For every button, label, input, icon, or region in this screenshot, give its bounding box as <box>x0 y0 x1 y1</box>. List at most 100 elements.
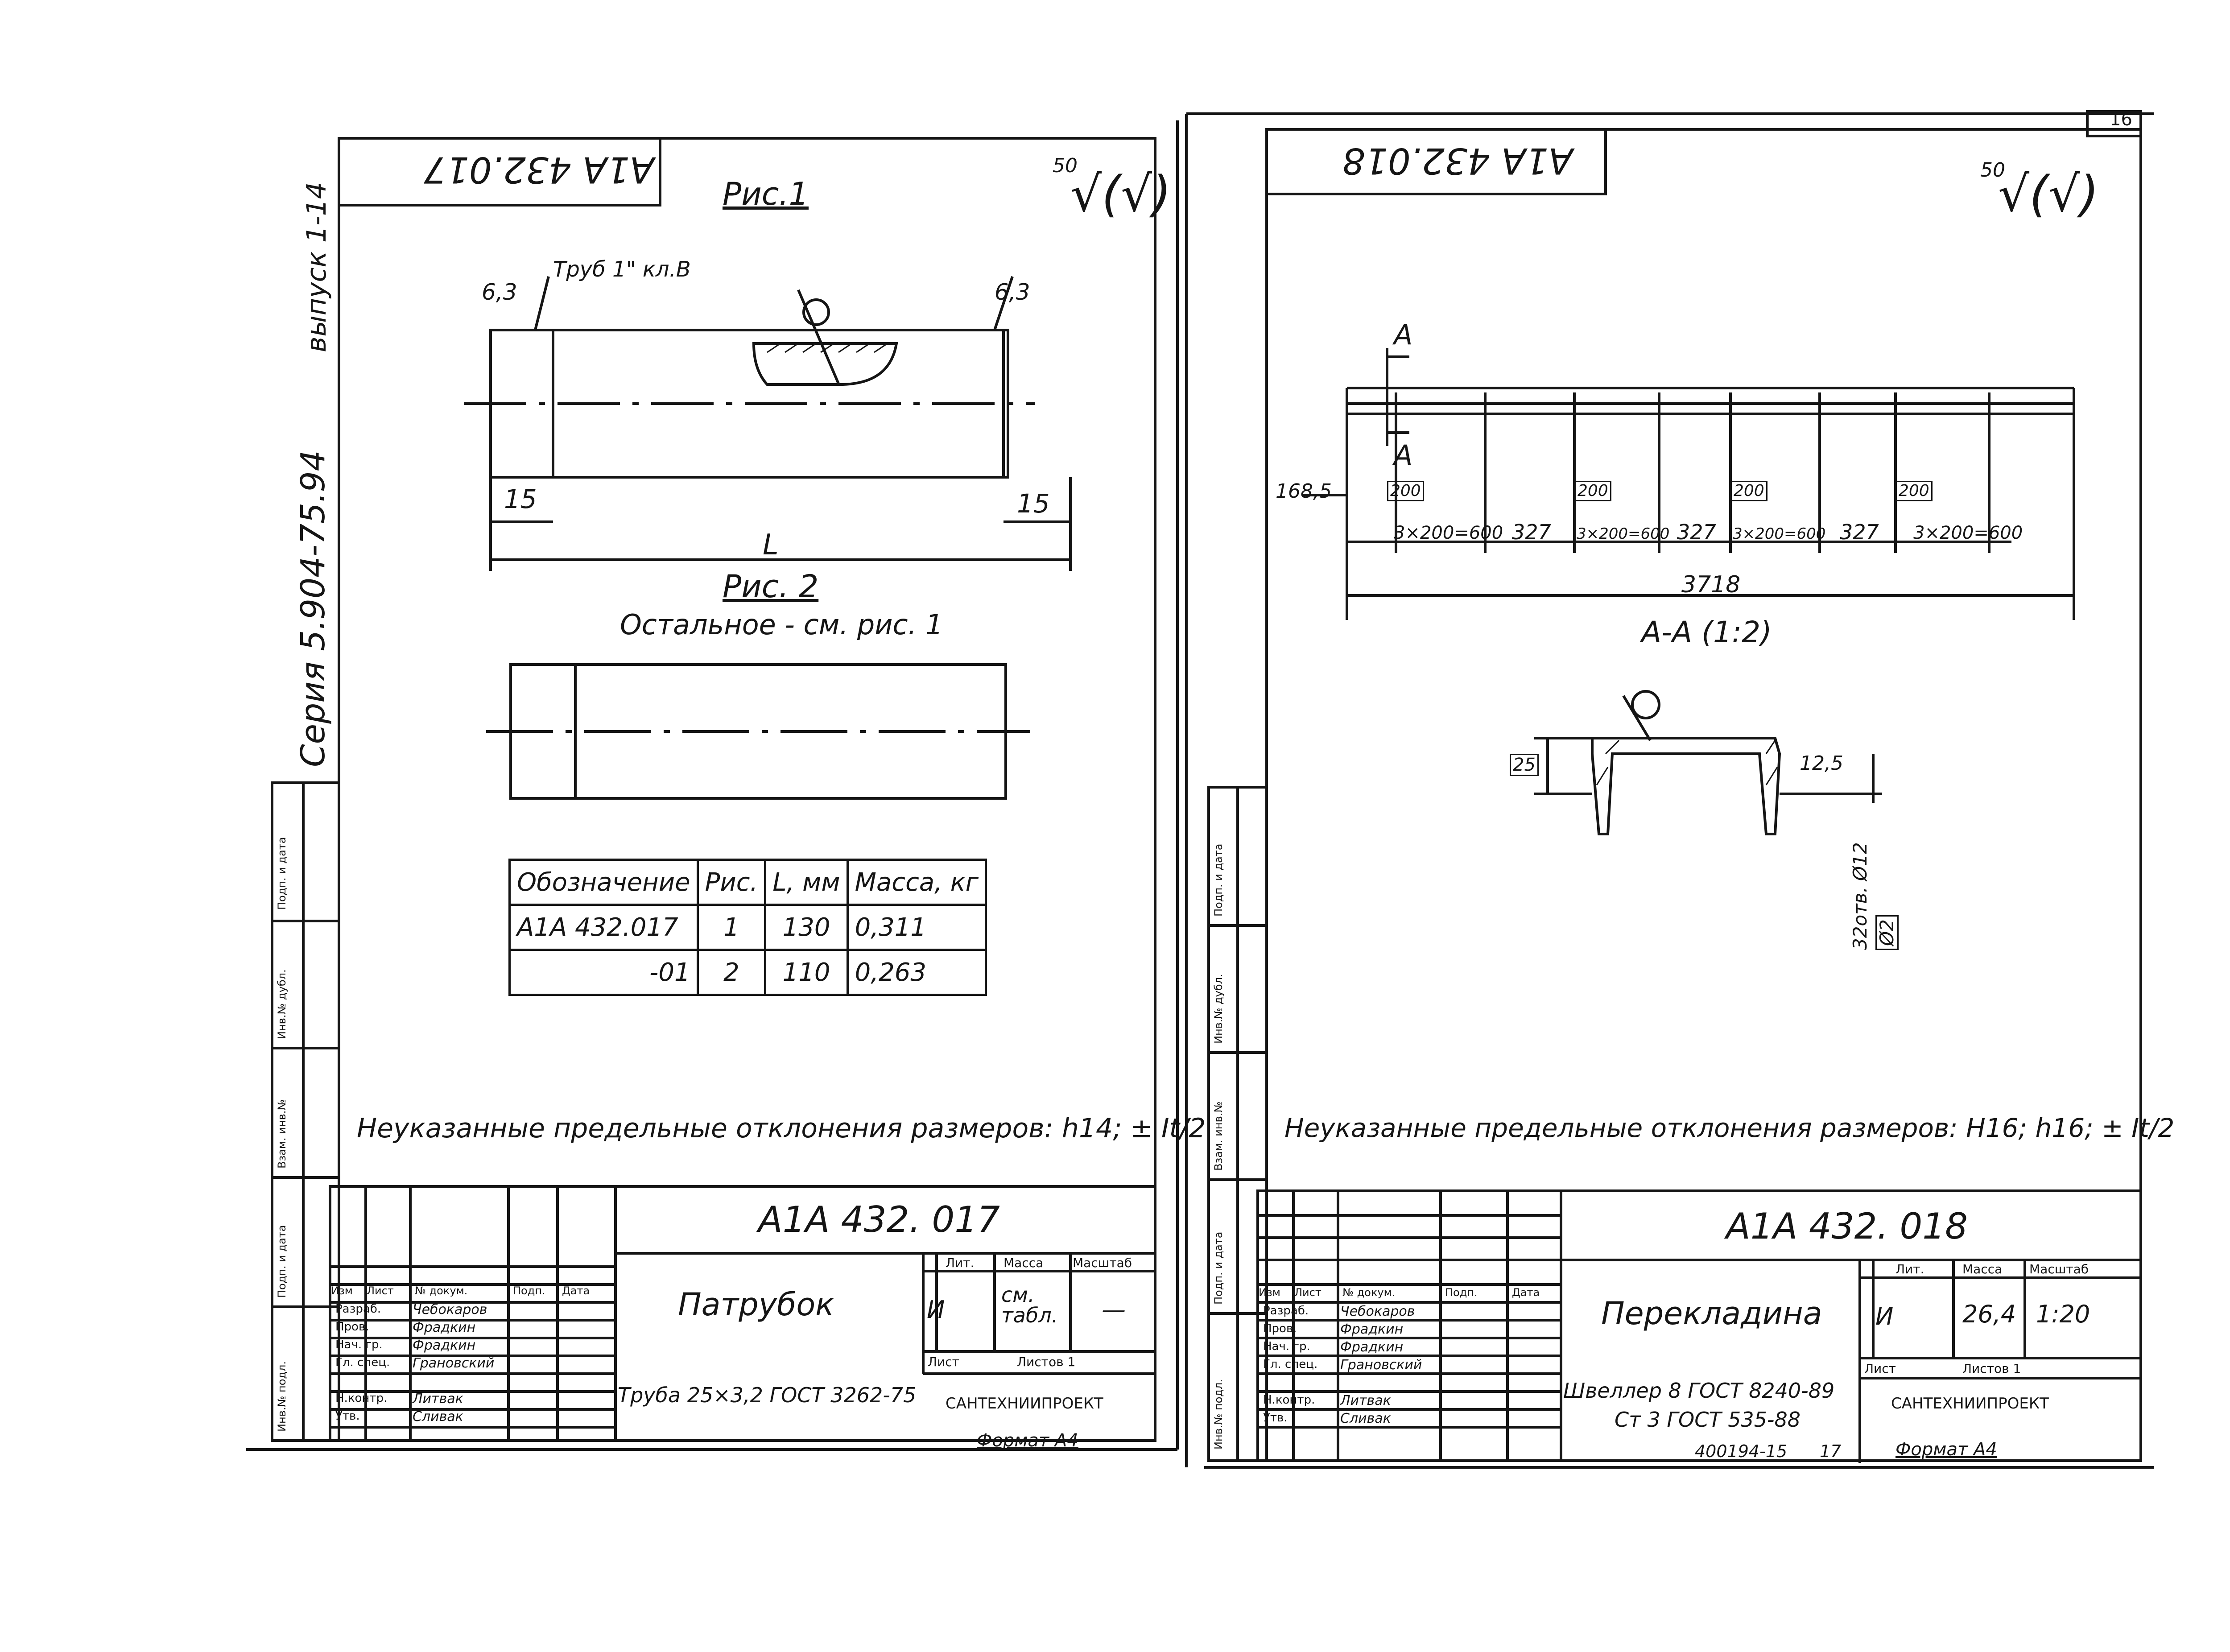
fig2-note: Остальное - см. рис. 1 <box>620 608 943 641</box>
right-stamp-dup: Инв.№ дубл. <box>1212 974 1225 1044</box>
left-tb-code: А1А 432. 017 <box>758 1199 1000 1240</box>
right-tb-scale: 1:20 <box>2036 1300 2090 1328</box>
dim-327-3: 327 <box>1840 520 1879 544</box>
section-title: А-А (1:2) <box>1641 615 1772 649</box>
issue-margin: выпуск 1-14 <box>301 182 332 352</box>
left-tb-name-row: Сливак <box>413 1409 463 1425</box>
right-tb-name-row: Грановский <box>1340 1357 1422 1373</box>
left-code-flipped: А1А 432.017 <box>424 149 654 190</box>
right-roughness-symbol: √(√) <box>1998 165 2099 223</box>
left-tb-material: Труба 25×3,2 ГОСТ 3262-75 <box>618 1383 917 1407</box>
dim-3x200-2: 3×200=600 <box>1577 525 1670 543</box>
dim-12-5: 12,5 <box>1800 752 1843 775</box>
right-tb-material-2: Ст 3 ГОСТ 535-88 <box>1615 1408 1801 1432</box>
left-tb-lit: И <box>927 1296 945 1324</box>
right-format: Формат А4 <box>1896 1439 1997 1460</box>
right-tb-col-izm: Изм <box>1259 1286 1280 1299</box>
right-tb-role: Утв. <box>1263 1411 1288 1425</box>
right-tb-name-row: Сливак <box>1340 1411 1391 1426</box>
spec-cell: 0,311 <box>846 904 987 951</box>
spec-cell: 0,263 <box>846 949 987 996</box>
series-margin: Серия 5.904-75.94 <box>294 450 332 767</box>
right-tb-scale-header: Масштаб <box>2029 1262 2089 1276</box>
right-stamp-sign: Подп. и дата <box>1212 1231 1225 1305</box>
right-tb-lit-header: Лит. <box>1896 1262 1924 1276</box>
right-tb-role: Нач. гр. <box>1263 1340 1310 1353</box>
box-200-4: 200 <box>1896 481 1933 501</box>
left-tb-name-row: Фрадкин <box>413 1338 476 1353</box>
right-tb-role: Пров. <box>1263 1322 1297 1335</box>
right-tb-col-sign: Подп. <box>1445 1286 1478 1299</box>
dim-3718: 3718 <box>1681 571 1741 598</box>
position-tolerance: Ø2 <box>1875 915 1899 950</box>
fig1-title: Рис.1 <box>723 176 809 212</box>
left-tb-name-row: Фрадкин <box>413 1320 476 1335</box>
right-tb-mass: 26,4 <box>1962 1300 2016 1328</box>
dim-25: 25 <box>1510 754 1539 776</box>
left-tb-col-date: Дата <box>562 1284 590 1297</box>
right-stamp-inv: Инв.№ подл. <box>1212 1379 1225 1450</box>
left-tb-col-doc: № докум. <box>415 1284 468 1297</box>
dim-15-right: 15 <box>1017 488 1050 519</box>
page-number: 16 <box>2110 109 2132 130</box>
spec-cell: 2 <box>696 949 767 996</box>
dim-3x200-4: 3×200=600 <box>1913 523 2023 543</box>
dim-327-2: 327 <box>1677 520 1716 544</box>
right-tb-col-list: Лист <box>1294 1286 1321 1299</box>
left-format: Формат А4 <box>977 1430 1078 1451</box>
left-stamp-inv: Инв.№ подл. <box>276 1361 288 1432</box>
right-footer-code: 400194-15 <box>1695 1441 1788 1461</box>
right-tb-name-row: Чебокаров <box>1340 1304 1415 1319</box>
right-stamp-replace: Взам. инв.№ <box>1212 1101 1225 1171</box>
right-roughness: 50 <box>1980 159 2005 182</box>
spec-header-length: L, мм <box>764 859 849 906</box>
left-tb-lit-header: Лит. <box>946 1256 975 1270</box>
right-tolerance-note: Неуказанные предельные отклонения размер… <box>1284 1113 2175 1143</box>
section-mark-bottom: А <box>1394 439 1413 471</box>
box-200-2: 200 <box>1574 481 1611 501</box>
right-tb-col-date: Дата <box>1512 1286 1540 1299</box>
dim-3x200-1: 3×200=600 <box>1394 523 1503 543</box>
table-row: -01 2 110 0,263 <box>508 949 987 996</box>
right-tb-sheet: Лист <box>1864 1361 1896 1376</box>
right-tb-col-doc: № докум. <box>1342 1286 1396 1299</box>
left-tb-role: Гл. спец. <box>335 1356 390 1369</box>
table-row: А1А 432.017 1 130 0,311 <box>508 904 987 951</box>
spec-cell: А1А 432.017 <box>508 904 699 951</box>
box-200-1: 200 <box>1387 481 1424 501</box>
left-tb-mass: см. табл. <box>1001 1283 1058 1327</box>
right-tb-role: Н.контр. <box>1263 1393 1315 1407</box>
right-code-flipped: А1А 432.018 <box>1342 140 1573 182</box>
right-tb-name-row: Фрадкин <box>1340 1339 1404 1355</box>
box-200-3: 200 <box>1730 481 1767 501</box>
spec-cell: 110 <box>764 949 849 996</box>
roughness-left-end: 6,3 <box>482 279 517 305</box>
dim-3x200-3: 3×200=600 <box>1733 525 1826 543</box>
spec-cell: -01 <box>508 949 699 996</box>
left-stamp-sign: Подп. и дата <box>276 1225 288 1298</box>
spec-header-designation: Обозначение <box>508 859 699 906</box>
dim-168: 168,5 <box>1276 480 1332 503</box>
spec-table: Обозначение Рис. L, мм Масса, кг А1А 432… <box>508 859 987 996</box>
left-roughness: 50 <box>1053 154 1078 177</box>
right-tb-role: Гл. спец. <box>1263 1358 1318 1371</box>
left-tb-sheet: Лист <box>928 1355 959 1369</box>
spec-cell: 1 <box>696 904 767 951</box>
spec-header-row: Обозначение Рис. L, мм Масса, кг <box>508 859 987 906</box>
hole-note: 32отв. Ø12 <box>1849 842 1871 950</box>
left-tb-role: Разраб. <box>335 1302 381 1316</box>
right-tb-material-1: Швеллер 8 ГОСТ 8240-89 <box>1563 1379 1835 1403</box>
left-tolerance-note: Неуказанные предельные отклонения размер… <box>357 1113 1206 1144</box>
left-tb-name-row: Чебокаров <box>413 1302 487 1317</box>
right-tb-lit: И <box>1875 1302 1894 1330</box>
right-tb-code: А1А 432. 018 <box>1726 1206 1968 1247</box>
left-tb-org: САНТЕХНИИПРОЕКТ <box>946 1395 1103 1412</box>
right-tb-name-row: Литвак <box>1340 1393 1391 1408</box>
left-tb-name-row: Грановский <box>413 1355 495 1371</box>
dim-L: L <box>763 529 779 562</box>
left-tb-sheets: Листов 1 <box>1017 1355 1076 1369</box>
left-tb-role: Пров. <box>335 1320 369 1334</box>
left-tb-col-list: Лист <box>367 1284 394 1297</box>
fig2-title: Рис. 2 <box>723 568 819 605</box>
